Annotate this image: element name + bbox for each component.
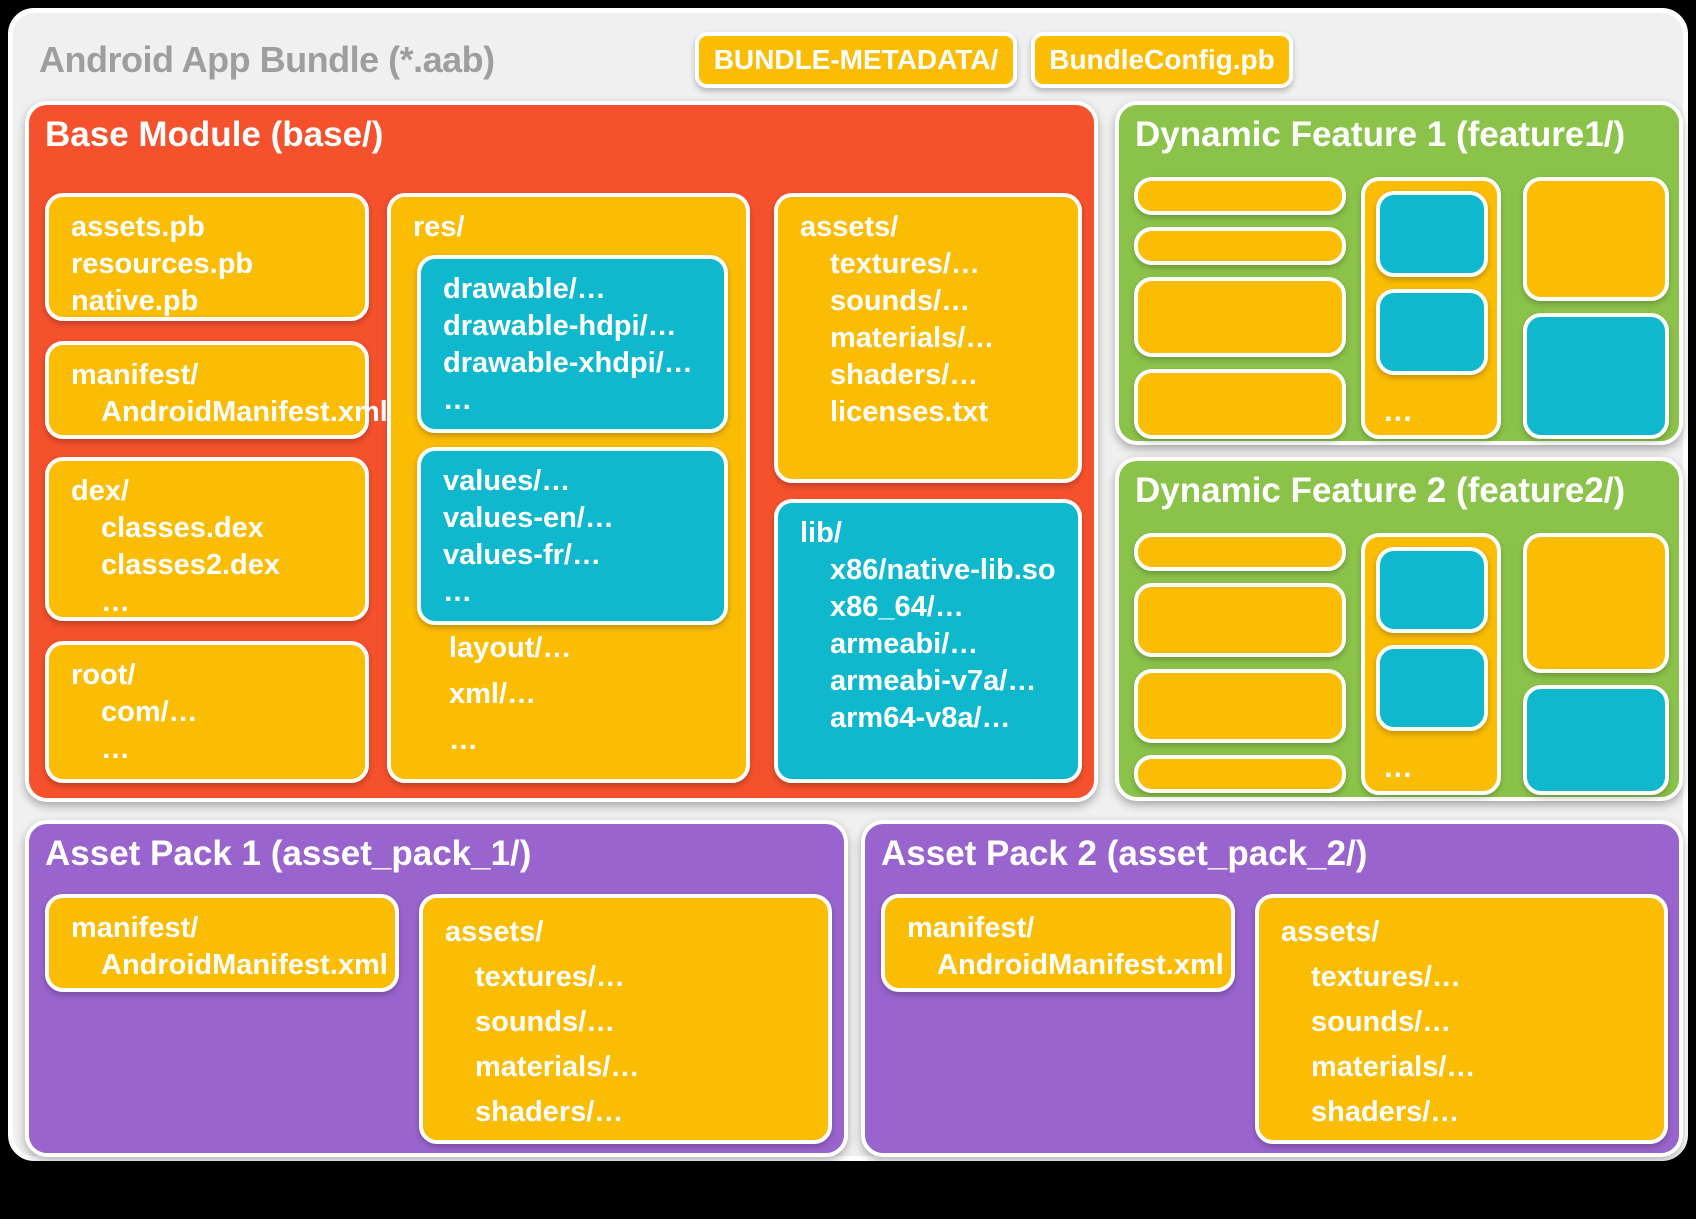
bundle-metadata-badge: BUNDLE-METADATA/ xyxy=(695,32,1017,88)
placeholder-file-box xyxy=(1376,191,1488,277)
file-entry: values/… xyxy=(443,465,571,497)
file-entry: values-en/… xyxy=(443,502,614,534)
placeholder-file-box xyxy=(1134,227,1346,265)
base-module: Base Module (base/) assets.pb resources.p… xyxy=(25,101,1098,802)
folder-header: assets/ xyxy=(445,916,544,948)
placeholder-file-box xyxy=(1134,755,1346,793)
asset-pack-2-title: Asset Pack 2 (asset_pack_2/) xyxy=(881,834,1368,873)
dynamic-feature-1-title: Dynamic Feature 1 (feature1/) xyxy=(1135,115,1626,154)
file-entry: … xyxy=(101,586,130,618)
file-entry: shaders/… xyxy=(1311,1096,1460,1128)
placeholder-file-box xyxy=(1134,533,1346,571)
file-entry: com/… xyxy=(101,696,198,728)
res-other-folders: layout/… xml/… … xyxy=(391,625,571,763)
drawable-folders-box: drawable/… drawable-hdpi/… drawable-xhdpi/… xyxy=(417,255,728,433)
file-entry: materials/… xyxy=(1311,1051,1476,1083)
file-entry: … xyxy=(449,724,478,756)
file-entry: layout/… xyxy=(449,632,572,664)
manifest-box: manifest/ AndroidManifest.xml xyxy=(45,894,399,992)
file-entry: sounds/… xyxy=(475,1006,616,1038)
placeholder-file-box xyxy=(1523,533,1669,673)
file-entry: AndroidManifest.xml xyxy=(101,949,388,981)
file-entry: xml/… xyxy=(449,678,537,710)
root-box: root/ com/… … xyxy=(45,641,369,783)
folder-header: manifest/ xyxy=(71,912,199,944)
res-box: res/ drawable/… drawable-hdpi/… drawable-x… xyxy=(387,193,750,783)
file-entry: drawable-xhdpi/… xyxy=(443,347,693,379)
placeholder-file-box xyxy=(1523,177,1669,301)
asset-pack-1-title: Asset Pack 1 (asset_pack_1/) xyxy=(45,834,532,873)
file-entry: armeabi/… xyxy=(830,628,979,660)
placeholder-file-box xyxy=(1523,685,1669,795)
file-entry: … xyxy=(101,733,130,765)
asset-pack-2-module: Asset Pack 2 (asset_pack_2/) manifest/ A… xyxy=(861,820,1683,1157)
more-files-ellipsis: … xyxy=(1383,395,1413,428)
file-entry: assets.pb xyxy=(71,211,205,243)
file-entry: sounds/… xyxy=(830,285,971,317)
placeholder-file-box xyxy=(1134,669,1346,743)
file-entry: values-fr/… xyxy=(443,539,601,571)
page-title: Android App Bundle (*.aab) xyxy=(39,39,495,80)
proto-files-box: assets.pb resources.pb native.pb xyxy=(45,193,369,321)
placeholder-file-box xyxy=(1376,645,1488,731)
folder-header: manifest/ xyxy=(71,359,199,391)
file-entry: textures/… xyxy=(1311,961,1461,993)
file-entry: resources.pb xyxy=(71,248,254,280)
file-entry: textures/… xyxy=(475,961,625,993)
file-entry: arm64-v8a/… xyxy=(830,702,1011,734)
folder-header: root/ xyxy=(71,659,136,691)
file-entry: shaders/… xyxy=(475,1096,624,1128)
folder-header: res/ xyxy=(413,211,465,243)
file-entry: materials/… xyxy=(830,322,995,354)
folder-header: assets/ xyxy=(1281,916,1380,948)
placeholder-file-box xyxy=(1376,289,1488,375)
file-entry: licenses.txt xyxy=(830,396,988,428)
file-entry: textures/… xyxy=(830,248,980,280)
aab-card: Android App Bundle (*.aab) BUNDLE-METADA… xyxy=(8,8,1688,1161)
file-entry: AndroidManifest.xml xyxy=(101,396,388,428)
lib-box: lib/ x86/native-lib.so x86_64/… armeabi/… a… xyxy=(774,499,1082,783)
asset-pack-1-module: Asset Pack 1 (asset_pack_1/) manifest/ A… xyxy=(25,820,848,1157)
dynamic-feature-2-title: Dynamic Feature 2 (feature2/) xyxy=(1135,471,1626,510)
file-entry: x86/native-lib.so xyxy=(830,554,1056,586)
file-entry: native.pb xyxy=(71,285,199,317)
dynamic-feature-2-module: Dynamic Feature 2 (feature2/) … xyxy=(1115,457,1683,801)
file-entry: drawable/… xyxy=(443,273,606,305)
assets-box: assets/ textures/… sounds/… materials/… sha… xyxy=(774,193,1082,483)
file-entry: drawable-hdpi/… xyxy=(443,310,677,342)
file-entry: armeabi-v7a/… xyxy=(830,665,1037,697)
placeholder-file-box xyxy=(1134,583,1346,657)
placeholder-file-box xyxy=(1376,547,1488,633)
file-entry: classes2.dex xyxy=(101,549,280,581)
dynamic-feature-1-module: Dynamic Feature 1 (feature1/) … xyxy=(1115,101,1683,445)
folder-header: lib/ xyxy=(800,517,842,549)
manifest-box: manifest/ AndroidManifest.xml xyxy=(881,894,1235,992)
placeholder-folder-box: … xyxy=(1361,177,1501,439)
folder-header: dex/ xyxy=(71,475,130,507)
bundle-config-badge: BundleConfig.pb xyxy=(1031,32,1293,88)
placeholder-file-box xyxy=(1134,369,1346,439)
dex-box: dex/ classes.dex classes2.dex … xyxy=(45,457,369,621)
manifest-box: manifest/ AndroidManifest.xml xyxy=(45,341,388,439)
placeholder-file-box xyxy=(1134,277,1346,357)
file-entry: AndroidManifest.xml xyxy=(937,949,1224,981)
file-entry: … xyxy=(443,576,472,608)
placeholder-file-box xyxy=(1523,313,1669,439)
file-entry: shaders/… xyxy=(830,359,979,391)
folder-header: manifest/ xyxy=(907,912,1035,944)
more-files-ellipsis: … xyxy=(1383,751,1413,784)
assets-box: assets/ textures/… sounds/… materials/… sha… xyxy=(419,894,832,1144)
base-module-title: Base Module (base/) xyxy=(45,115,384,154)
file-entry: x86_64/… xyxy=(830,591,964,623)
placeholder-folder-box: … xyxy=(1361,533,1501,795)
file-entry: classes.dex xyxy=(101,512,264,544)
placeholder-file-box xyxy=(1134,177,1346,215)
file-entry: materials/… xyxy=(475,1051,640,1083)
values-folders-box: values/… values-en/… values-fr/… … xyxy=(417,447,728,625)
assets-box: assets/ textures/… sounds/… materials/… sha… xyxy=(1255,894,1668,1144)
file-entry: … xyxy=(443,384,472,416)
folder-header: assets/ xyxy=(800,211,899,243)
file-entry: sounds/… xyxy=(1311,1006,1452,1038)
